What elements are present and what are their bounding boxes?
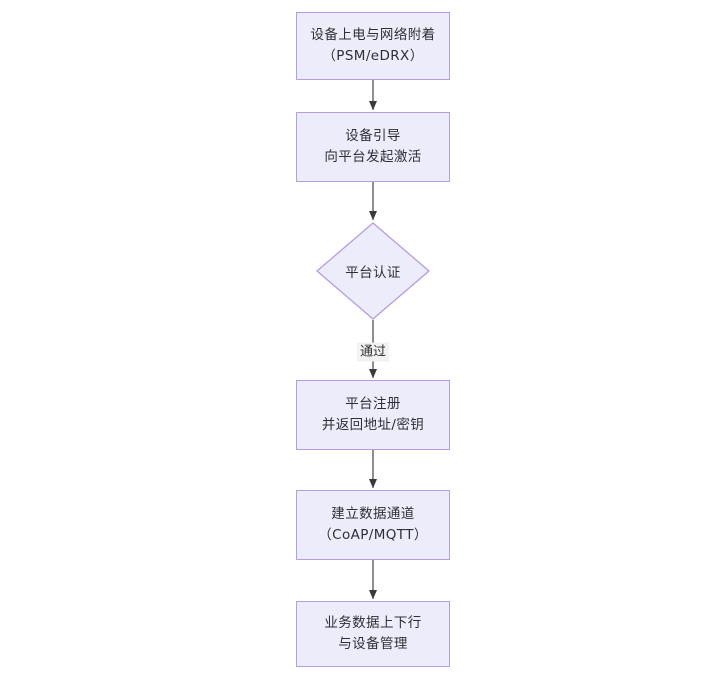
node-establish-data-channel-line1: 建立数据通道 <box>331 506 415 522</box>
node-business-data-and-management[interactable]: 业务数据上下行 与设备管理 <box>296 601 450 667</box>
node-platform-registration-line2: 并返回地址/密钥 <box>321 417 425 433</box>
node-platform-authentication[interactable]: 平台认证 <box>316 222 430 320</box>
diamond-shape <box>316 222 430 320</box>
node-platform-registration[interactable]: 平台注册 并返回地址/密钥 <box>296 380 450 450</box>
node-establish-data-channel-line2: （CoAP/MQTT） <box>318 527 428 543</box>
node-device-power-on-line1: 设备上电与网络附着 <box>310 27 436 43</box>
node-device-bootstrap[interactable]: 设备引导 向平台发起激活 <box>296 112 450 182</box>
node-platform-registration-line1: 平台注册 <box>345 396 401 412</box>
node-device-bootstrap-line2: 向平台发起激活 <box>324 149 422 165</box>
node-device-power-on-line2: （PSM/eDRX） <box>322 48 424 64</box>
node-establish-data-channel[interactable]: 建立数据通道 （CoAP/MQTT） <box>296 490 450 560</box>
edge-label-pass: 通过 <box>356 342 390 362</box>
node-device-bootstrap-line1: 设备引导 <box>345 128 401 144</box>
node-business-data-and-management-line1: 业务数据上下行 <box>324 615 422 631</box>
node-device-power-on[interactable]: 设备上电与网络附着 （PSM/eDRX） <box>296 12 450 80</box>
node-business-data-and-management-line2: 与设备管理 <box>338 636 408 652</box>
node-platform-authentication-label: 平台认证 <box>345 265 401 281</box>
